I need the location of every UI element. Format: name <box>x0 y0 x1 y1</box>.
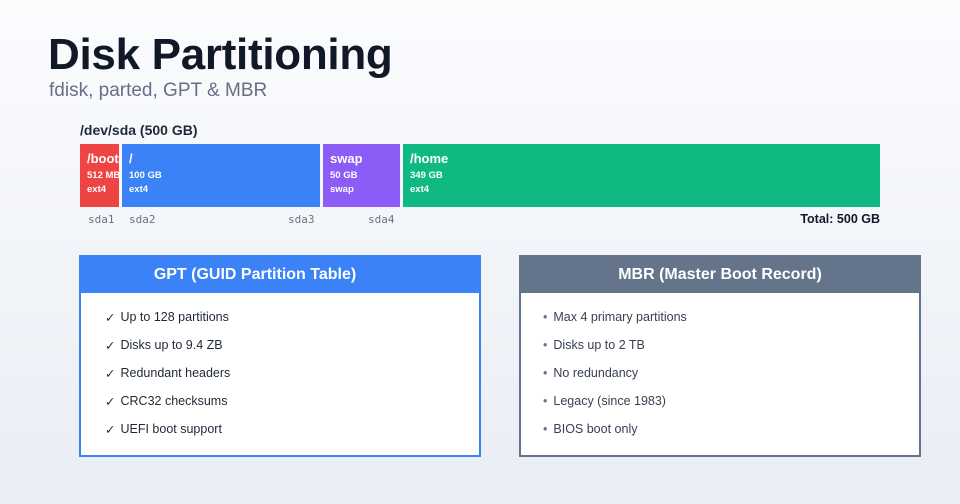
list-item: ✓ Up to 128 partitions <box>81 303 479 331</box>
bullet-icon: • <box>543 394 548 408</box>
disk-bar: /boot 512 MB ext4 / 100 GB ext4 swap 50 … <box>80 144 880 207</box>
list-item-text: Disks up to 9.4 ZB <box>120 338 223 352</box>
bullet-icon: • <box>543 338 548 352</box>
list-item: ✓ UEFI boot support <box>81 415 479 443</box>
checkmark-icon: ✓ <box>105 338 116 353</box>
list-item-text: BIOS boot only <box>553 422 638 436</box>
bullet-icon: • <box>543 366 548 380</box>
partition-filesystem: ext4 <box>410 184 430 195</box>
partition-size: 512 MB <box>87 170 119 181</box>
list-item-text: CRC32 checksums <box>120 394 228 408</box>
list-item: • Legacy (since 1983) <box>521 387 919 415</box>
gpt-card: GPT (GUID Partition Table) ✓ Up to 128 pa… <box>79 255 481 457</box>
mbr-card-title: MBR (Master Boot Record) <box>521 257 919 293</box>
partition-size: 349 GB <box>410 170 443 181</box>
list-item-text: Max 4 primary partitions <box>553 310 687 324</box>
list-item-text: No redundancy <box>553 366 639 380</box>
device-label-sda3: sda3 <box>288 213 315 226</box>
partition-filesystem: ext4 <box>87 184 107 195</box>
device-label-sda2: sda2 <box>129 213 156 226</box>
partition-filesystem: ext4 <box>129 184 149 195</box>
list-item: ✓ Disks up to 9.4 ZB <box>81 331 479 359</box>
partition-root: / 100 GB ext4 <box>122 144 320 207</box>
checkmark-icon: ✓ <box>105 366 116 381</box>
partition-filesystem: swap <box>330 184 354 195</box>
partition-name: /boot <box>87 151 119 166</box>
gpt-card-title: GPT (GUID Partition Table) <box>81 257 479 293</box>
list-item: • Disks up to 2 TB <box>521 331 919 359</box>
partition-size: 50 GB <box>330 170 358 181</box>
partition-swap: swap 50 GB swap <box>323 144 400 207</box>
checkmark-icon: ✓ <box>105 422 116 437</box>
partition-home: /home 349 GB ext4 <box>403 144 880 207</box>
list-item: ✓ CRC32 checksums <box>81 387 479 415</box>
gpt-feature-list: ✓ Up to 128 partitions ✓ Disks up to 9.4 Z… <box>81 293 479 443</box>
bullet-icon: • <box>543 422 548 436</box>
device-label-sda1: sda1 <box>88 213 115 226</box>
partition-size: 100 GB <box>129 170 162 181</box>
list-item: • Max 4 primary partitions <box>521 303 919 331</box>
list-item-text: UEFI boot support <box>120 422 222 436</box>
partition-name: / <box>129 151 133 166</box>
mbr-card: MBR (Master Boot Record) • Max 4 primary … <box>519 255 921 457</box>
checkmark-icon: ✓ <box>105 394 116 409</box>
checkmark-icon: ✓ <box>105 310 116 325</box>
list-item: • No redundancy <box>521 359 919 387</box>
list-item-text: Up to 128 partitions <box>120 310 229 324</box>
list-item-text: Redundant headers <box>120 366 231 380</box>
disk-label: /dev/sda (500 GB) <box>80 122 198 138</box>
list-item: • BIOS boot only <box>521 415 919 443</box>
list-item-text: Legacy (since 1983) <box>553 394 666 408</box>
page-subtitle: fdisk, parted, GPT & MBR <box>49 80 268 101</box>
partition-name: swap <box>330 151 363 166</box>
list-item-text: Disks up to 2 TB <box>553 338 645 352</box>
bullet-icon: • <box>543 310 548 324</box>
partition-name: /home <box>410 151 449 166</box>
disk-total: Total: 500 GB <box>800 212 880 226</box>
page-title: Disk Partitioning <box>48 30 393 79</box>
mbr-feature-list: • Max 4 primary partitions • Disks up to 2… <box>521 293 919 443</box>
list-item: ✓ Redundant headers <box>81 359 479 387</box>
device-label-sda4: sda4 <box>368 213 395 226</box>
partition-boot: /boot 512 MB ext4 <box>80 144 119 207</box>
